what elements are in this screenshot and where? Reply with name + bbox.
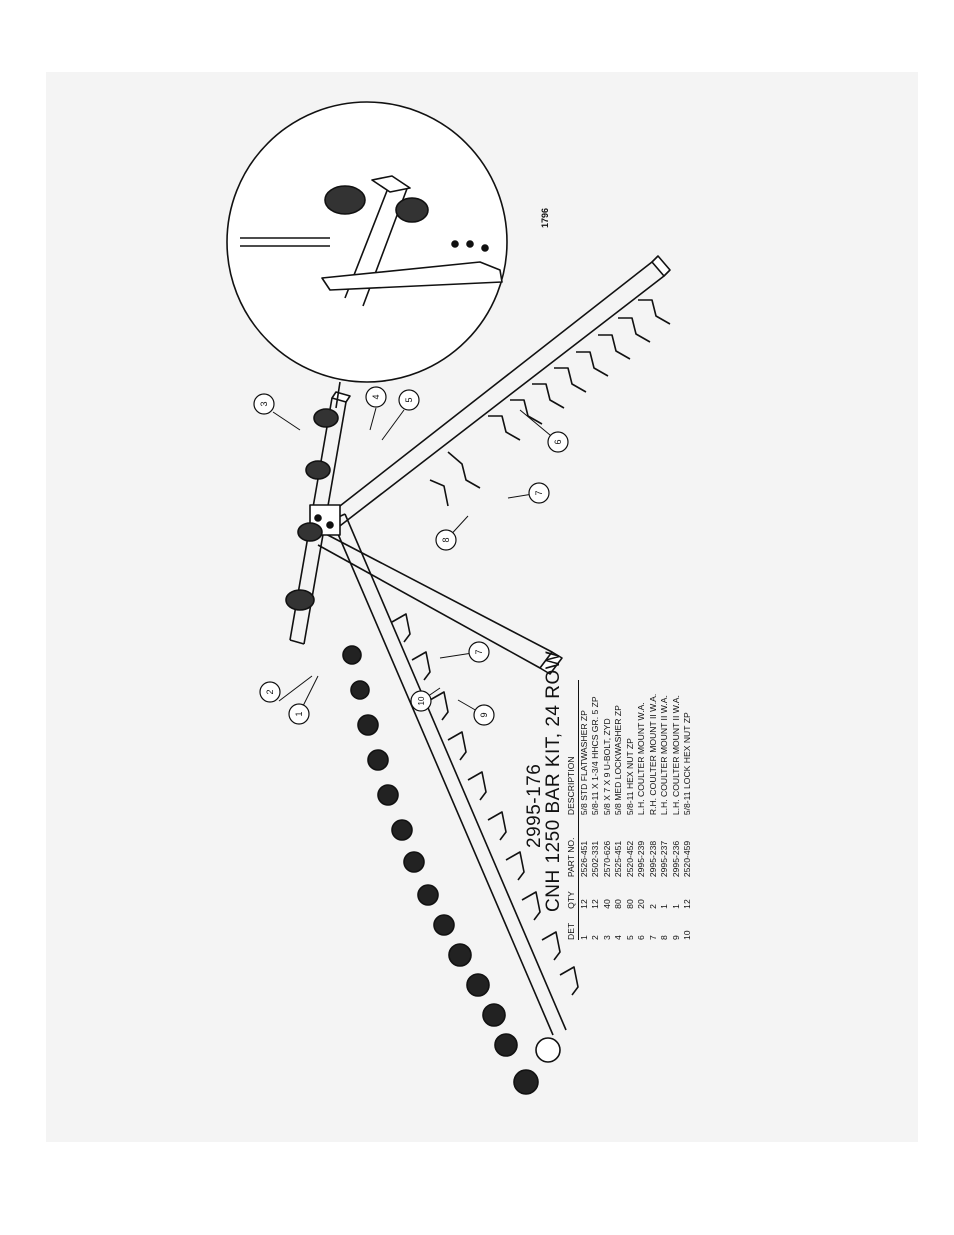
table-row: 7 2 2995-238 R.H. COULTER MOUNT II W.A.	[648, 680, 660, 940]
callout-6: 6	[547, 431, 569, 453]
part-no-cell: 2995-236	[670, 840, 681, 878]
svg-text:9: 9	[479, 712, 489, 717]
callout-5: 5	[398, 389, 420, 411]
svg-text:7: 7	[474, 649, 484, 654]
svg-text:10: 10	[417, 696, 426, 705]
part-no-cell: 2995-239	[636, 840, 646, 878]
det-cell: 8	[659, 935, 669, 940]
svg-text:7: 7	[534, 490, 544, 495]
callout-1: 1	[288, 703, 310, 725]
qty-cell: 1	[659, 904, 669, 909]
description-cell: 5/8-11 LOCK HEX NUT ZP	[682, 712, 692, 816]
det-cell: 5	[624, 935, 635, 940]
qty-cell: 2	[647, 904, 658, 909]
det-cell: 3	[601, 935, 612, 940]
qty-cell: 40	[601, 899, 612, 909]
header-det: DET	[566, 922, 576, 940]
detail-leader	[335, 381, 341, 409]
table-row: 8 1 2995-237 L.H. COULTER MOUNT II W.A.	[659, 680, 671, 940]
callout-3: 3	[253, 393, 275, 415]
header-description: DESCRIPTION	[566, 756, 576, 816]
det-cell: 6	[636, 935, 646, 940]
det-cell: 9	[670, 935, 681, 940]
description-cell: L.H. COULTER MOUNT II W.A.	[659, 695, 669, 816]
qty-cell: 12	[578, 899, 589, 909]
callout-10: 10	[410, 690, 432, 712]
table-row: 9 1 2995-236 L.H. COULTER MOUNT II W.A.	[671, 680, 683, 940]
part-no-cell: 2995-238	[647, 840, 658, 878]
part-no-cell: 2995-237	[659, 840, 669, 878]
wing-arm-lower	[317, 531, 563, 675]
qty-cell: 80	[613, 899, 623, 909]
callout-leaders	[272, 407, 557, 716]
table-row: 4 80 2525-451 5/8 MED LOCKWASHER ZP	[613, 680, 625, 940]
parts-table-header: DET QTY PART NO. DESCRIPTION	[566, 679, 578, 940]
wing-arm-upper	[321, 255, 671, 533]
row-units	[342, 645, 561, 1095]
qty-cell: 12	[590, 899, 600, 909]
description-cell: 5/8 MED LOCKWASHER ZP	[613, 705, 623, 816]
part-no-cell: 2570-626	[601, 840, 612, 878]
description-cell: 5/8-11 X 1-3/4 HHCS GR. 5 ZP	[590, 696, 600, 816]
det-cell: 4	[613, 935, 623, 940]
table-row: 10 12 2520-459 5/8-11 LOCK HEX NUT ZP	[682, 680, 694, 940]
description-cell: 5/8 STD FLATWASHER ZP	[578, 710, 589, 816]
table-row: 6 20 2995-239 L.H. COULTER MOUNT W.A.	[636, 680, 648, 940]
svg-text:3: 3	[259, 401, 269, 406]
qty-cell: 12	[682, 899, 692, 909]
part-no-cell: 2525-451	[613, 840, 623, 878]
part-no-cell: 2520-459	[682, 840, 692, 878]
table-row: 3 40 2570-626 5/8 X 7 X 9 U-BOLT, ZYD	[602, 680, 614, 940]
callout-9: 9	[473, 704, 495, 726]
header-qty: QTY	[566, 891, 576, 909]
svg-text:6: 6	[553, 439, 563, 444]
qty-cell: 80	[624, 899, 635, 909]
callout-2: 2	[259, 681, 281, 703]
svg-text:5: 5	[404, 397, 414, 402]
callout-4: 4	[365, 386, 387, 408]
det-cell: 2	[590, 935, 600, 940]
table-row: 2 12 2502-331 5/8-11 X 1-3/4 HHCS GR. 5 …	[590, 680, 602, 940]
svg-text:2: 2	[265, 689, 275, 694]
description-cell: L.H. COULTER MOUNT W.A.	[636, 702, 646, 816]
drawing-id: 1796	[540, 207, 550, 228]
svg-text:4: 4	[371, 394, 381, 399]
coulter-mounts-wing	[429, 299, 671, 507]
callout-7-main: 7	[468, 641, 490, 663]
det-cell: 1	[578, 935, 589, 940]
det-cell: 7	[647, 935, 658, 940]
callout-8: 8	[435, 529, 457, 551]
description-cell: 5/8-11 HEX NUT ZP	[624, 738, 635, 816]
description-cell: R.H. COULTER MOUNT II W.A.	[647, 693, 658, 816]
parts-table: DET QTY PART NO. DESCRIPTION 1 12 2526-4…	[566, 679, 694, 940]
callout-7-wing: 7	[528, 482, 550, 504]
header-part-no: PART NO.	[566, 837, 576, 878]
svg-text:8: 8	[441, 537, 451, 542]
det-cell: 10	[682, 930, 692, 940]
part-no-cell: 2526-451	[578, 840, 589, 878]
kit-title: CNH 1250 BAR KIT, 24 ROW	[543, 650, 564, 912]
table-row: 5 80 2520-452 5/8-11 HEX NUT ZP	[625, 680, 637, 940]
planter-units-hitch	[285, 408, 339, 611]
part-no-cell: 2502-331	[590, 840, 600, 878]
svg-text:1: 1	[294, 711, 304, 716]
part-no-cell: 2520-452	[624, 840, 635, 878]
detail-view-content	[240, 175, 503, 307]
description-cell: L.H. COULTER MOUNT II W.A.	[670, 695, 681, 816]
table-row: 1 12 2526-451 5/8 STD FLATWASHER ZP	[578, 680, 590, 940]
parts-table-block: DET QTY PART NO. DESCRIPTION 1 12 2526-4…	[566, 679, 694, 940]
qty-cell: 1	[670, 904, 681, 909]
qty-cell: 20	[636, 899, 646, 909]
coulter-mounts-main	[391, 613, 579, 996]
description-cell: 5/8 X 7 X 9 U-BOLT, ZYD	[601, 718, 612, 816]
